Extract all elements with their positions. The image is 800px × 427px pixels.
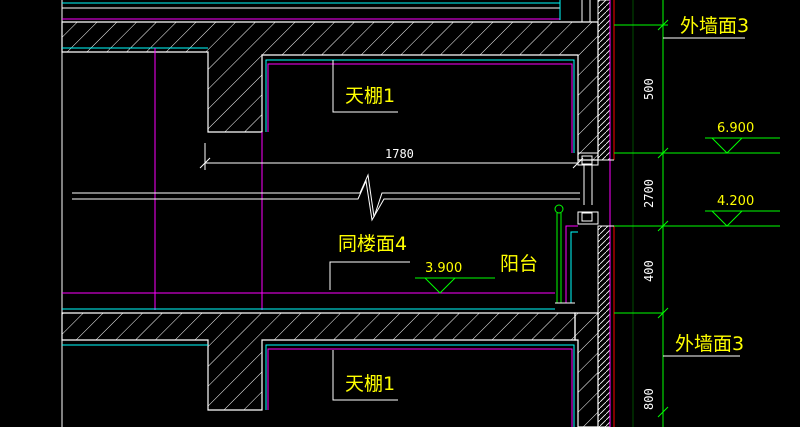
finish-lines (61, 0, 575, 427)
label-exterior-wall-bottom: 外墙面3 (675, 333, 744, 355)
window-opening (577, 152, 614, 227)
label-exterior-wall-top: 外墙面3 (680, 15, 749, 37)
elevation-text-6900: 6.900 (717, 121, 754, 136)
upper-floor-slab (61, 21, 599, 161)
dimension-horizontal (199, 143, 584, 170)
break-line (72, 173, 580, 222)
leader-lines (329, 24, 745, 401)
dimension-text-400: 400 (642, 260, 656, 282)
elevation-marker-6900 (705, 137, 780, 154)
label-ceiling-top: 天棚1 (345, 85, 395, 107)
label-same-floor: 同楼面4 (338, 233, 407, 255)
elevation-marker-3900 (415, 277, 495, 294)
dimension-text-500: 500 (642, 78, 656, 100)
elevation-text-4200: 4.200 (717, 194, 754, 209)
dimension-text-1780: 1780 (385, 147, 414, 161)
elevation-marker-4200 (705, 210, 780, 227)
balcony-railing (554, 204, 578, 304)
lower-floor-slab (61, 312, 599, 427)
label-ceiling-bottom: 天棚1 (345, 373, 395, 395)
dimension-text-2700: 2700 (642, 179, 656, 208)
elevation-text-3900: 3.900 (425, 261, 462, 276)
label-balcony: 阳台 (500, 253, 538, 275)
dimension-vertical (614, 0, 780, 427)
dimension-text-800: 800 (642, 388, 656, 410)
